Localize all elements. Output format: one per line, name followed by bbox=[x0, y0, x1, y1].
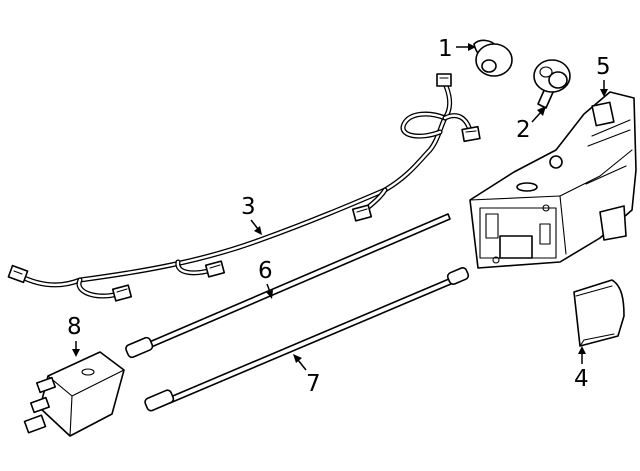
leader-2 bbox=[531, 106, 546, 123]
callout-2: 2 bbox=[516, 117, 531, 143]
module-part-8 bbox=[23, 351, 125, 437]
latch-housing-part-5 bbox=[469, 91, 637, 269]
harness-connector-lower-center bbox=[204, 260, 226, 278]
callout-7: 7 bbox=[306, 371, 321, 397]
leader-3 bbox=[250, 219, 262, 235]
leader-1 bbox=[456, 43, 476, 51]
callout-6: 6 bbox=[258, 258, 273, 284]
rod-upper bbox=[125, 213, 451, 359]
bushing-part-2 bbox=[533, 59, 571, 109]
cover-cap-part-4 bbox=[573, 279, 625, 347]
callout-4: 4 bbox=[574, 366, 589, 392]
leader-8 bbox=[72, 341, 80, 357]
callout-1: 1 bbox=[438, 36, 453, 62]
callout-5: 5 bbox=[596, 54, 611, 80]
leader-7 bbox=[293, 354, 307, 371]
grommet-part-1 bbox=[473, 39, 513, 77]
harness-connector-top bbox=[436, 73, 452, 87]
harness-connector-left bbox=[7, 264, 29, 284]
leader-5 bbox=[600, 80, 608, 97]
rod-lower bbox=[144, 267, 470, 412]
harness-connector-right bbox=[461, 125, 481, 143]
wiring-harness bbox=[7, 73, 481, 302]
harness-connector-middle bbox=[351, 204, 373, 222]
leader-4 bbox=[578, 346, 586, 364]
leader-6 bbox=[266, 283, 273, 299]
callout-8: 8 bbox=[67, 314, 82, 340]
callout-3: 3 bbox=[241, 194, 256, 220]
harness-connector-lower-left bbox=[111, 284, 133, 302]
